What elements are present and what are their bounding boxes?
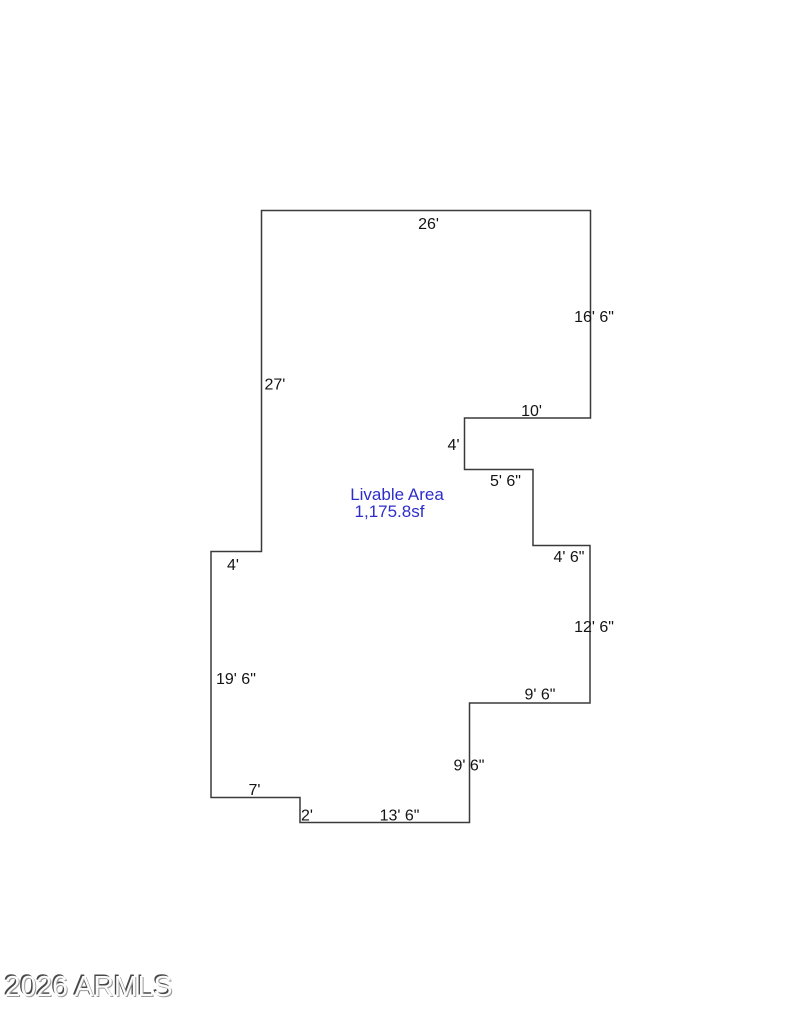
svg-text:10': 10' bbox=[521, 403, 542, 420]
svg-text:9' 6": 9' 6" bbox=[454, 758, 485, 775]
svg-text:1,175.8sf: 1,175.8sf bbox=[355, 502, 425, 521]
svg-text:12' 6": 12' 6" bbox=[574, 619, 614, 636]
svg-text:2026 ARMLS: 2026 ARMLS bbox=[5, 971, 173, 1003]
svg-text:27': 27' bbox=[265, 377, 286, 394]
svg-text:4': 4' bbox=[448, 437, 460, 454]
svg-text:4': 4' bbox=[227, 557, 239, 574]
svg-text:13' 6": 13' 6" bbox=[380, 808, 420, 825]
svg-text:5' 6": 5' 6" bbox=[490, 473, 521, 490]
svg-text:Livable Area: Livable Area bbox=[350, 485, 444, 504]
svg-text:16' 6": 16' 6" bbox=[574, 309, 614, 326]
svg-text:19' 6": 19' 6" bbox=[216, 671, 256, 688]
svg-text:2026 ARMLS: 2026 ARMLS bbox=[6, 972, 174, 1004]
svg-text:9' 6": 9' 6" bbox=[525, 687, 556, 704]
svg-text:2026 ARMLS: 2026 ARMLS bbox=[3, 969, 171, 1001]
svg-text:7': 7' bbox=[249, 782, 261, 799]
svg-text:4' 6": 4' 6" bbox=[554, 549, 585, 566]
svg-text:2': 2' bbox=[301, 808, 313, 825]
svg-text:26': 26' bbox=[418, 216, 439, 233]
